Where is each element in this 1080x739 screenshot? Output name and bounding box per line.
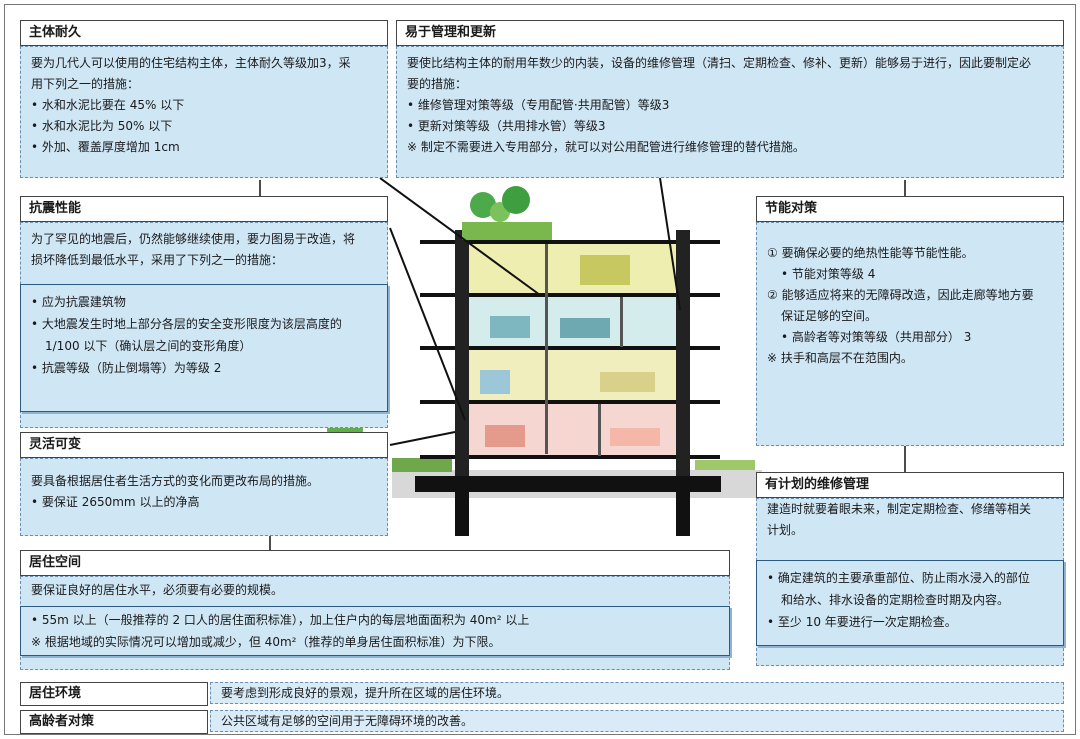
column-left <box>455 230 469 476</box>
planned-item: • 确定建筑的主要承重部位、防止雨水浸入的部位 <box>767 571 1030 585</box>
energy-line: ② 能够适应将来的无障碍改造，因此走廊等地方要 <box>767 288 1034 302</box>
furniture <box>610 428 660 446</box>
furniture <box>560 318 610 338</box>
leader-line <box>389 227 466 421</box>
slab <box>420 400 720 404</box>
column-right <box>676 230 690 476</box>
flexible-line: • 要保证 2650mm 以上的净高 <box>31 495 200 509</box>
planned-intro: 计划。 <box>767 523 804 537</box>
roof-slab <box>420 240 720 244</box>
environment-title: 居住环境 <box>20 682 208 706</box>
seismic-title: 抗震性能 <box>20 196 388 222</box>
energy-line: • 高龄者等对策等级（共用部分） 3 <box>781 330 972 344</box>
durability-line: 用下列之一的措施： <box>31 77 140 91</box>
floor-4-room <box>468 242 678 294</box>
pile-right <box>676 476 690 536</box>
flexible-panel: 要具备根据居住者生活方式的变化而更改布局的措施。 • 要保证 2650mm 以上… <box>20 458 388 536</box>
seismic-intro-line: 为了罕见的地震后，仍然能够继续使用，要力图易于改造，将 <box>31 232 356 246</box>
elderly-title: 高龄者对策 <box>20 710 208 734</box>
planned-measures: • 确定建筑的主要承重部位、防止雨水浸入的部位 和给水、排水设备的定期检查时期及… <box>756 560 1064 646</box>
grass-left <box>392 458 452 472</box>
living-space-title: 居住空间 <box>20 550 730 576</box>
seismic-item: • 抗震等级（防止倒塌等）为等级 2 <box>31 361 222 375</box>
living-space-intro: 要保证良好的居住水平，必须要有必要的规模。 <box>31 583 284 597</box>
tree <box>470 192 496 218</box>
maintenance-line: 要使比结构主体的耐用年数少的内装，设备的维修管理（清扫、定期检查、修补、更新）能… <box>407 56 1032 70</box>
energy-line: 保证足够的空间。 <box>781 309 878 323</box>
furniture <box>490 316 530 338</box>
flexible-line: 要具备根据居住者生活方式的变化而更改布局的措施。 <box>31 474 320 488</box>
living-space-measures: • 55m 以上（一般推荐的 2 口人的居住面积标准），加上住户内的每层地面面积… <box>20 606 730 656</box>
seismic-intro-line: 损坏降低到最低水平，采用了下列之一的措施： <box>31 253 284 267</box>
durability-line: • 水和水泥比要在 45% 以下 <box>31 98 185 112</box>
durability-line: • 水和水泥比为 50% 以下 <box>31 119 173 133</box>
partition-wall <box>598 404 601 456</box>
furniture <box>485 425 525 447</box>
durability-title: 主体耐久 <box>20 20 388 46</box>
maintenance-line: • 维修管理对策等级（专用配管·共用配管）等级3 <box>407 98 670 112</box>
maintenance-title: 易于管理和更新 <box>396 20 1064 46</box>
leader-line <box>389 431 456 446</box>
seismic-item: • 应为抗震建筑物 <box>31 295 126 309</box>
planned-intro: 建造时就要着眼未来，制定定期检查、修缮等相关 <box>767 502 1032 516</box>
elderly-text: 公共区域有足够的空间用于无障碍环境的改善。 <box>210 710 1064 732</box>
energy-line: ① 要确保必要的绝热性能等节能性能。 <box>767 246 974 260</box>
planned-item: • 至少 10 年要进行一次定期检查。 <box>767 615 957 629</box>
maintenance-line: 要的措施： <box>407 77 468 91</box>
maintenance-line: • 更新对策等级（共用排水管）等级3 <box>407 119 606 133</box>
flexible-title: 灵活可变 <box>20 432 388 458</box>
foundation-slab <box>415 476 721 492</box>
planned-item: 和给水、排水设备的定期检查时期及内容。 <box>781 593 1010 607</box>
maintenance-panel: 要使比结构主体的耐用年数少的内装，设备的维修管理（清扫、定期检查、修补、更新）能… <box>396 46 1064 178</box>
slab <box>420 346 720 350</box>
durability-panel: 要为几代人可以使用的住宅结构主体，主体耐久等级加3，采 用下列之一的措施： • … <box>20 46 388 178</box>
durability-line: • 外加、覆盖厚度增加 1cm <box>31 140 180 154</box>
furniture <box>600 372 655 392</box>
seismic-measures: • 应为抗震建筑物 • 大地震发生时地上部分各层的安全变形限度为该层高度的 1/… <box>20 284 388 412</box>
living-space-item: • 55m 以上（一般推荐的 2 口人的居住面积标准），加上住户内的每层地面面积… <box>31 613 530 627</box>
roof-garden <box>462 222 552 240</box>
partition-wall <box>545 244 548 454</box>
planned-title: 有计划的维修管理 <box>756 472 1064 498</box>
outer-frame <box>4 4 1076 735</box>
energy-title: 节能对策 <box>756 196 1064 222</box>
pile-left <box>455 476 469 536</box>
living-space-item: ※ 根据地域的实际情况可以增加或减少，但 40m²（推荐的单身居住面积标准）为下… <box>31 635 501 649</box>
energy-line: • 节能对策等级 4 <box>781 267 876 281</box>
partition-wall <box>620 297 623 347</box>
furniture <box>580 255 630 285</box>
slab <box>420 293 720 297</box>
durability-line: 要为几代人可以使用的住宅结构主体，主体耐久等级加3，采 <box>31 56 351 70</box>
furniture <box>480 370 510 394</box>
energy-line: ※ 扶手和高层不在范围内。 <box>767 351 913 365</box>
grass-right <box>695 460 755 470</box>
tree <box>502 186 530 214</box>
slab <box>420 455 720 459</box>
leader-line <box>659 177 681 311</box>
maintenance-line: ※ 制定不需要进入专用部分，就可以对公用配管进行维修管理的替代措施。 <box>407 140 805 154</box>
energy-panel: ① 要确保必要的绝热性能等节能性能。 • 节能对策等级 4 ② 能够适应将来的无… <box>756 222 1064 446</box>
environment-text: 要考虑到形成良好的景观，提升所在区域的居住环境。 <box>210 682 1064 704</box>
seismic-item: • 大地震发生时地上部分各层的安全变形限度为该层高度的 <box>31 317 342 331</box>
leader-line <box>379 177 541 296</box>
seismic-item: 1/100 以下（确认层之间的变形角度） <box>45 339 252 353</box>
